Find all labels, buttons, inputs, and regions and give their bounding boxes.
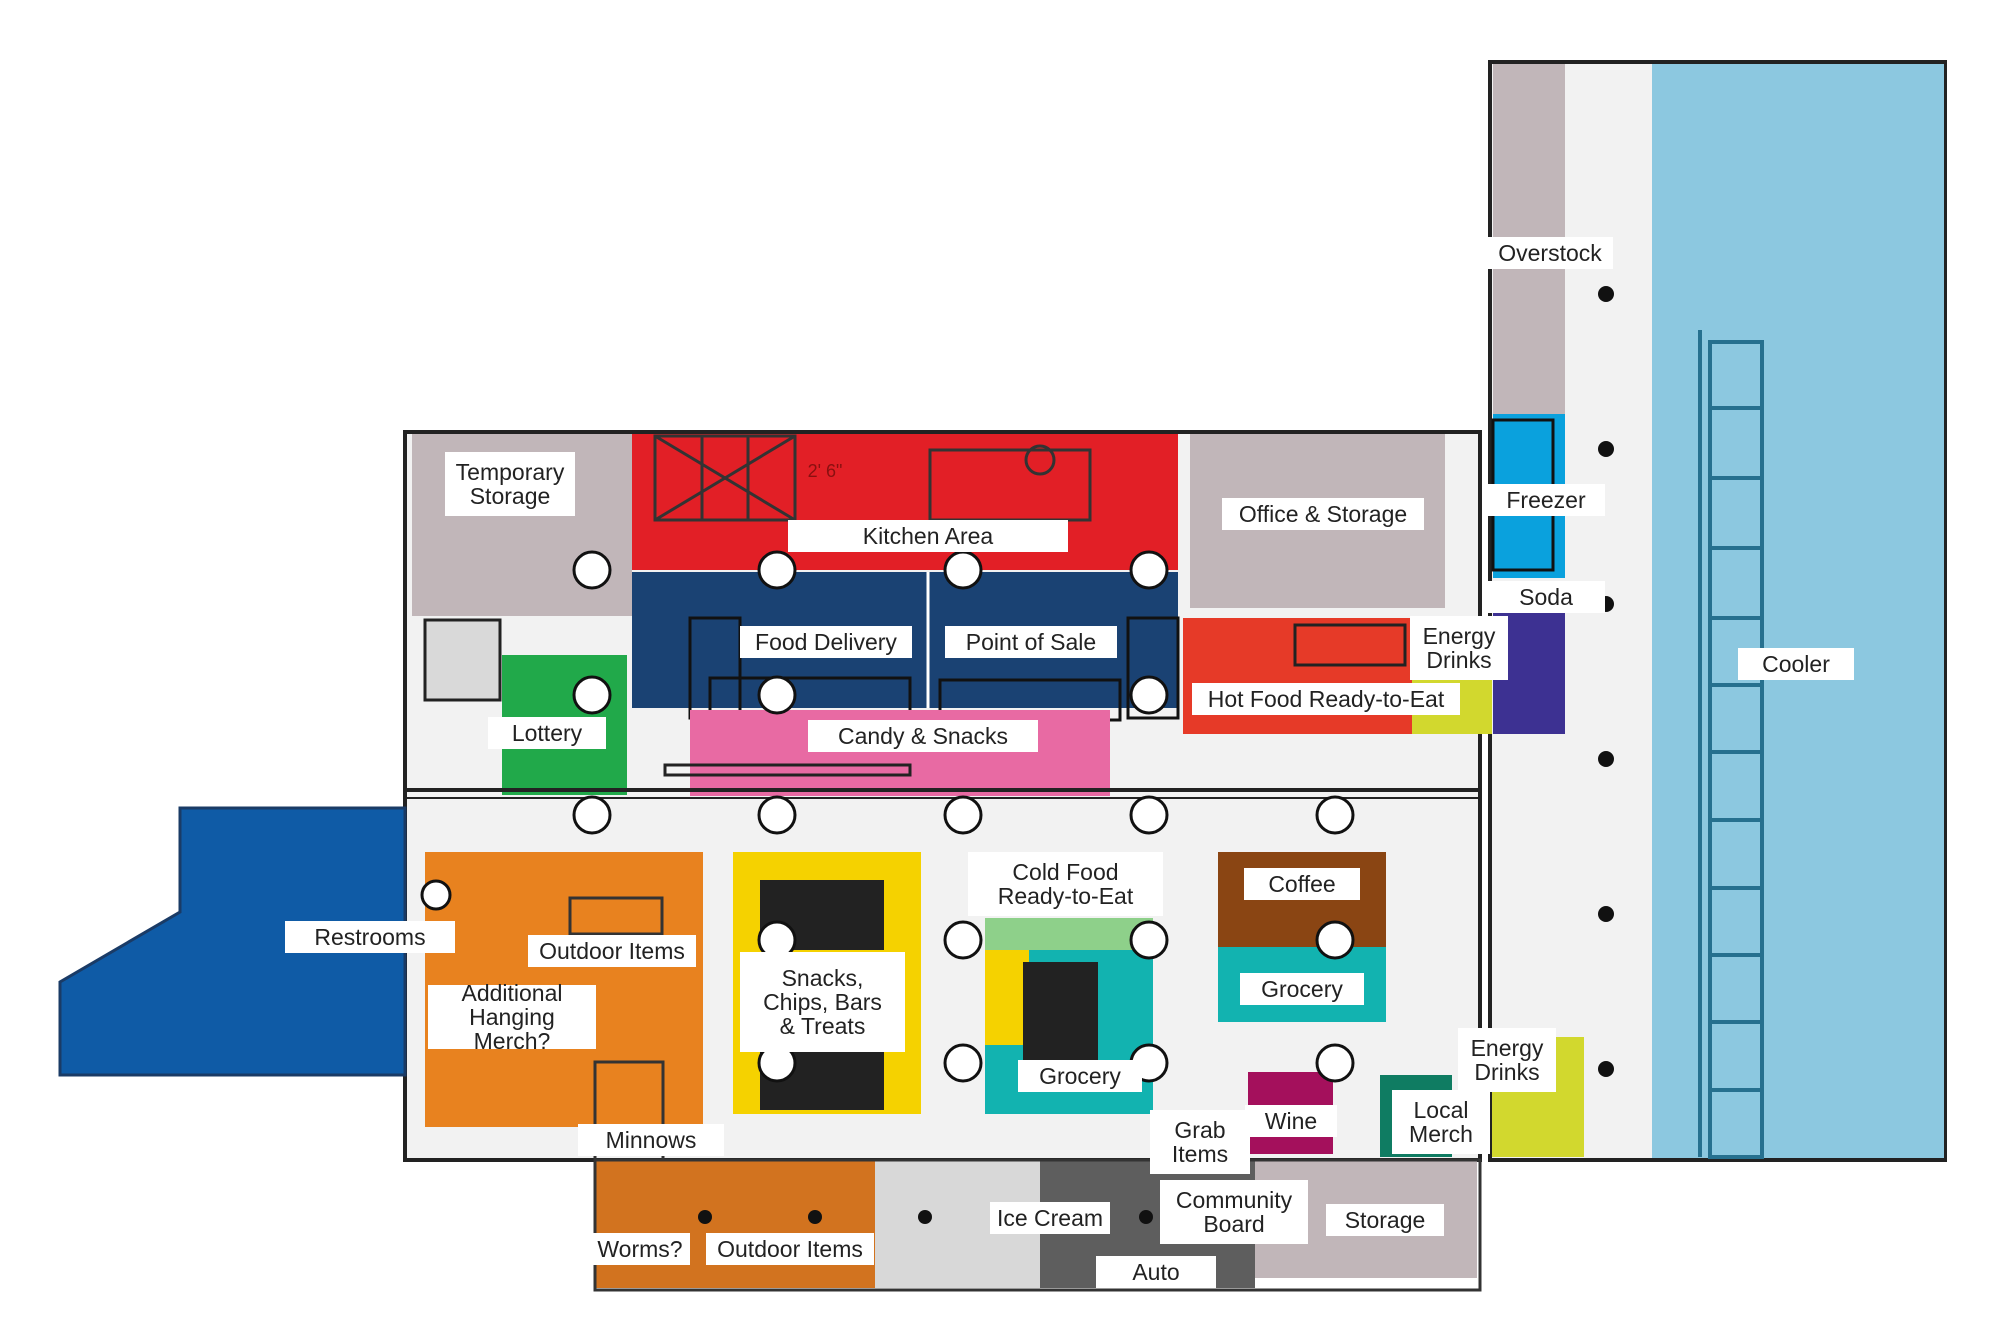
label-energy-drinks-bottom: Energy Drinks (1458, 1028, 1556, 1092)
label-local-merch: Local Merch (1392, 1090, 1490, 1154)
label-grab-items: Grab Items (1150, 1110, 1250, 1174)
label-candy-snacks: Candy & Snacks (808, 720, 1038, 752)
cooler-zone (1652, 64, 1944, 1158)
cooler-shelving (1698, 330, 1764, 1159)
label-soda: Soda (1487, 581, 1605, 613)
label-overstock: Overstock (1487, 237, 1613, 269)
label-kitchen-area: Kitchen Area (788, 520, 1068, 552)
label-temporary-storage: Temporary Storage (445, 452, 575, 516)
hot-food-case (1293, 623, 1407, 667)
outdoor-items-bottom-zone (595, 1160, 875, 1288)
label-food-delivery: Food Delivery (740, 626, 912, 658)
label-outdoor-items-left: Outdoor Items (528, 935, 696, 967)
label-snacks-chips: Snacks, Chips, Bars & Treats (740, 952, 905, 1052)
label-community-board: Community Board (1160, 1180, 1308, 1244)
label-outdoor-items-bottom: Outdoor Items (706, 1233, 874, 1265)
label-office-storage: Office & Storage (1222, 498, 1424, 530)
label-energy-drinks-top: Energy Drinks (1410, 616, 1508, 680)
label-lottery: Lottery (488, 717, 606, 749)
south-annex-outline (593, 1158, 1482, 1292)
label-point-of-sale: Point of Sale (945, 626, 1117, 658)
label-grocery-right: Grocery (1240, 973, 1364, 1005)
cold-food-zone (985, 918, 1153, 950)
label-minnows: Minnows (578, 1124, 724, 1156)
label-kitchen-sign: 2' 6" (807, 461, 843, 481)
label-ice-cream: Ice Cream (990, 1202, 1110, 1234)
label-freezer: Freezer (1487, 484, 1605, 516)
lottery-kiosk (423, 618, 502, 702)
label-wine: Wine (1245, 1105, 1337, 1137)
label-storage: Storage (1326, 1204, 1444, 1236)
outdoor-items-table (568, 896, 664, 936)
restrooms-zone (58, 806, 407, 1077)
label-cooler: Cooler (1738, 648, 1854, 680)
label-coffee: Coffee (1244, 868, 1360, 900)
grocery-center-yellow (985, 950, 1029, 1045)
label-cold-food: Cold Food Ready-to-Eat (968, 852, 1163, 916)
label-hot-food: Hot Food Ready-to-Eat (1192, 683, 1460, 715)
candy-display (663, 763, 912, 777)
label-grocery-center: Grocery (1018, 1060, 1142, 1092)
label-auto: Auto (1096, 1256, 1216, 1288)
label-restrooms: Restrooms (285, 921, 455, 953)
structural-columns (420, 550, 1355, 1083)
label-worms: Worms? (590, 1233, 690, 1265)
label-additional-hanging: Additional Hanging Merch? (428, 981, 596, 1053)
